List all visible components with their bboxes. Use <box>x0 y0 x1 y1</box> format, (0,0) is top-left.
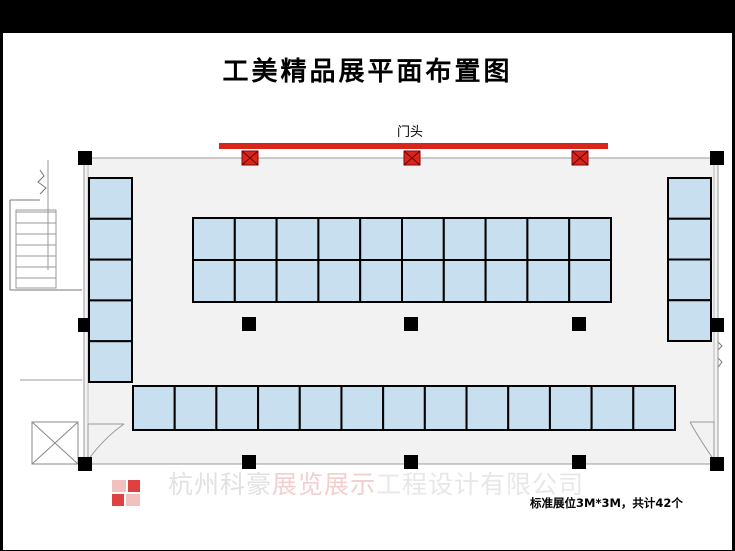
booth <box>275 259 320 303</box>
logo-block <box>128 480 140 492</box>
booth <box>632 385 676 431</box>
booth <box>401 259 445 303</box>
watermark-part-3: 工程设计有限公司 <box>376 470 585 499</box>
structural-column <box>78 151 92 165</box>
booth <box>88 177 133 220</box>
plan-title: 工美精品展平面布置图 <box>222 57 513 87</box>
company-logo <box>112 480 140 506</box>
booth-note: 标准展位3M*3M，共计42个 <box>530 496 683 510</box>
structural-column <box>710 151 724 165</box>
watermark-part-2: 展览展示 <box>272 470 377 499</box>
structural-column <box>242 317 256 331</box>
structural-column <box>242 455 256 469</box>
booth <box>192 217 236 261</box>
booth <box>442 259 487 303</box>
booth <box>233 217 278 261</box>
logo-block <box>112 480 126 492</box>
booth <box>507 385 551 431</box>
wall-break <box>37 169 47 195</box>
door-left <box>87 423 124 460</box>
booth <box>192 259 236 303</box>
booth <box>526 259 571 303</box>
service-room-cross <box>31 421 79 465</box>
booth <box>548 385 593 431</box>
door-left-swing <box>87 423 125 461</box>
booth <box>298 385 343 431</box>
booth <box>359 217 404 261</box>
structural-column <box>572 317 586 331</box>
booth <box>88 258 133 302</box>
booth <box>340 385 385 431</box>
door-right <box>690 421 715 460</box>
booth <box>667 217 712 261</box>
booth <box>484 259 529 303</box>
booth <box>359 259 404 303</box>
door-right-swing <box>689 421 715 461</box>
structural-column <box>404 317 418 331</box>
structural-column <box>710 457 724 471</box>
booth <box>317 217 362 261</box>
booth <box>257 385 301 431</box>
service-room <box>31 421 79 465</box>
logo-block <box>112 494 124 506</box>
booth <box>382 385 426 431</box>
structural-column <box>710 318 724 332</box>
structural-column <box>404 455 418 469</box>
structural-column <box>572 455 586 469</box>
booth <box>423 385 468 431</box>
entrance-bar <box>219 143 608 149</box>
booth <box>88 299 133 343</box>
company-watermark: 杭州科豪展览展示工程设计有限公司 <box>168 465 584 501</box>
booth <box>442 217 487 261</box>
booth <box>465 385 510 431</box>
booth <box>526 217 571 261</box>
booth <box>590 385 635 431</box>
booth <box>401 217 445 261</box>
booth <box>233 259 278 303</box>
booth <box>173 385 218 431</box>
entrance-pillar <box>571 150 589 166</box>
left-annex <box>9 160 82 465</box>
booth <box>317 259 362 303</box>
booth <box>667 258 712 302</box>
booth <box>568 217 613 261</box>
stairs <box>15 209 57 289</box>
watermark-part-1: 杭州科豪 <box>168 470 273 499</box>
booth <box>132 385 176 431</box>
door-label: 门头 <box>396 125 423 140</box>
entrance-pillar-cross <box>241 150 259 166</box>
booth <box>484 217 529 261</box>
entrance-pillar <box>241 150 259 166</box>
entrance-pillar-cross <box>403 150 421 166</box>
booth <box>88 217 133 261</box>
structural-column <box>78 457 92 471</box>
entrance-pillar <box>403 150 421 166</box>
entrance-pillar-cross <box>571 150 589 166</box>
booth <box>275 217 320 261</box>
booth <box>568 259 613 303</box>
booth <box>667 177 712 220</box>
logo-block <box>126 494 140 506</box>
booth <box>667 299 712 342</box>
booth <box>215 385 260 431</box>
booth <box>88 340 133 384</box>
